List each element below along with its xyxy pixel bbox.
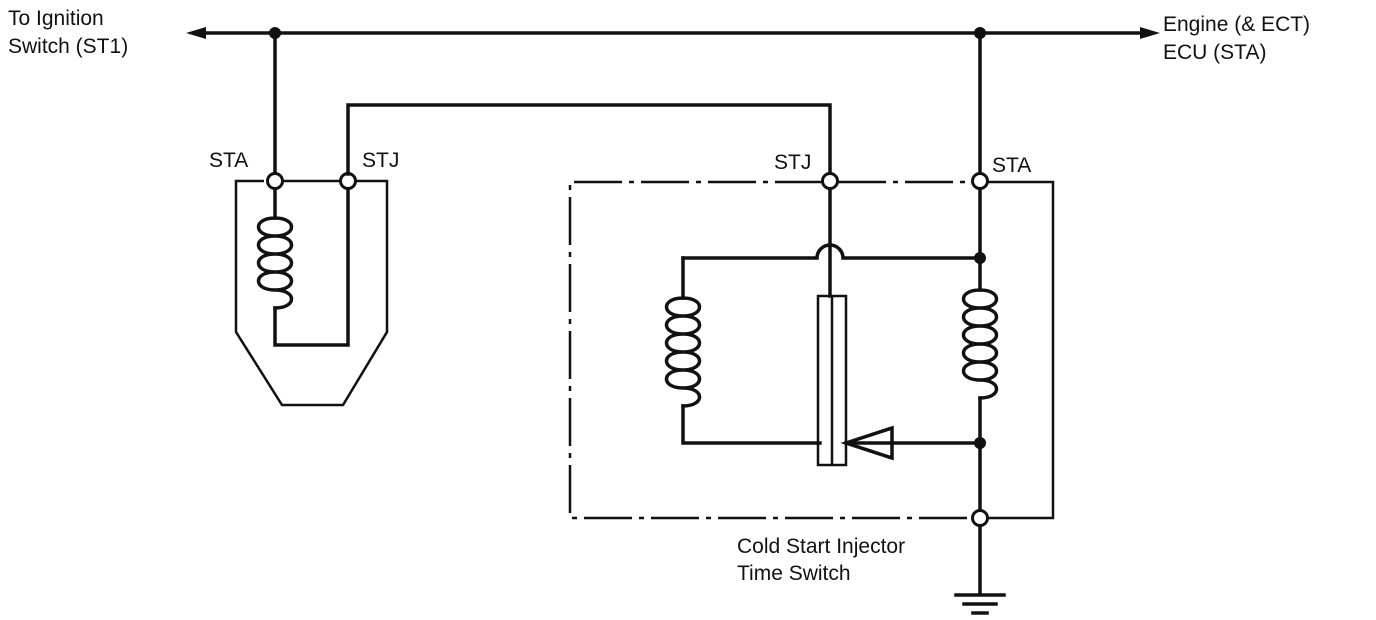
ignition-label-line2: Switch (ST1)	[8, 35, 129, 58]
relay-coil-icon	[256, 216, 294, 310]
right-coil-icon	[961, 288, 999, 400]
time-switch-housing-right	[988, 180, 1055, 520]
switch-stj-label: STJ	[774, 151, 812, 174]
starter-relay	[234, 31, 389, 407]
relay-stj-label: STJ	[362, 149, 400, 172]
left-coil-icon	[664, 296, 702, 408]
junction-dot-upper	[974, 252, 986, 264]
relay-sta-terminal	[266, 172, 284, 190]
stj-interconnect-wire	[346, 103, 832, 176]
caption-line2: Time Switch	[737, 562, 851, 585]
switch-stj-terminal	[821, 172, 839, 190]
arrow-left-icon	[186, 27, 206, 39]
switch-ground-terminal	[971, 509, 989, 527]
ignition-label-line1: To Ignition	[8, 7, 104, 30]
left-coil-return-wire	[681, 404, 822, 445]
switch-sta-terminal	[971, 172, 989, 190]
time-switch-housing-left	[568, 180, 973, 520]
ground-icon	[954, 593, 1006, 615]
relay-coil-return-wire	[273, 186, 350, 347]
ecu-label-line1: Engine (& ECT)	[1163, 13, 1311, 36]
relay-sta-label: STA	[209, 149, 249, 172]
cold-start-injector-time-switch	[664, 31, 999, 596]
arrow-right-icon	[1140, 27, 1160, 39]
junction-dot-lower	[974, 437, 986, 449]
caption-line1: Cold Start Injector	[737, 535, 906, 558]
relay-body-outline	[234, 179, 389, 407]
ecu-label-line2: ECU (STA)	[1163, 41, 1267, 64]
switch-sta-label: STA	[992, 154, 1032, 177]
